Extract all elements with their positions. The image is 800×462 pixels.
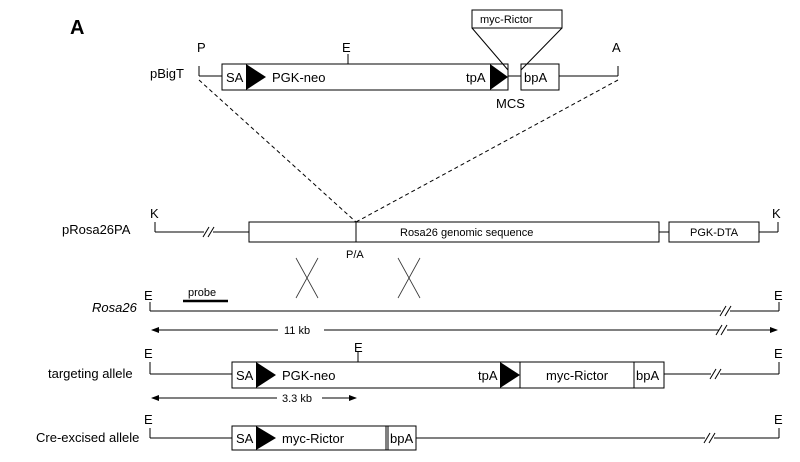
targeting-pgk-neo: PGK-neo	[282, 368, 335, 383]
crossover-right-a	[397, 257, 421, 299]
cre-sa: SA	[236, 431, 254, 446]
insert-label: myc-Rictor	[480, 14, 533, 26]
prosa26pa-break-2	[207, 226, 215, 238]
recomb-dash-left	[198, 79, 357, 223]
rosa26-break-1	[719, 305, 727, 317]
rosa26-site-e-left: E	[144, 288, 153, 303]
targeting-break-2	[714, 368, 722, 380]
pbigt-site-e: E	[342, 40, 351, 55]
pbigt-bpa: bpA	[524, 70, 547, 85]
targeting-rictor: myc-Rictor	[546, 368, 609, 383]
rosa26-locus: Rosa26 E E probe 11 kb	[92, 287, 783, 337]
targeting-allele: targeting allele E E E SA PGK-neo tpA my…	[48, 340, 783, 405]
targeting-site-e-mid: E	[354, 340, 363, 355]
prosa26pa-pa: P/A	[346, 249, 364, 261]
cre-break-2	[708, 432, 716, 444]
pbigt-sa-triangle	[246, 64, 266, 90]
pbigt-sa: SA	[226, 70, 244, 85]
cre-sa-triangle	[256, 426, 276, 450]
targeting-bpa: bpA	[636, 368, 659, 383]
targeting-tpa: tpA	[478, 368, 498, 383]
targeting-site-e-left: E	[144, 346, 153, 361]
rosa26-size: 11 kb	[284, 325, 310, 337]
pbigt-cassette-box	[221, 63, 509, 91]
insert-line-right	[520, 27, 563, 71]
probe-label: probe	[188, 287, 216, 299]
targeting-size: 3.3 kb	[282, 393, 312, 405]
prosa26pa-genomic: Rosa26 genomic sequence	[400, 227, 533, 239]
cre-label: Cre-excised allele	[36, 430, 139, 445]
crossover-marks	[295, 257, 421, 299]
crossover-left-a	[295, 257, 319, 299]
insert-box	[471, 9, 563, 29]
pbigt-tpa: tpA	[466, 70, 486, 85]
cre-site-e-left: E	[144, 412, 153, 427]
pbigt-site-p: P	[197, 40, 206, 55]
pbigt-tpa-triangle	[490, 64, 508, 90]
pbigt-site-a: A	[612, 40, 621, 55]
targeting-sa: SA	[236, 368, 254, 383]
cre-excised-allele: Cre-excised allele E E SA myc-Rictor bpA	[36, 412, 783, 451]
pbigt-pgk-neo: PGK-neo	[272, 70, 325, 85]
pbigt-construct: pBigT P E A SA PGK-neo tpA bpA MCS myc-R…	[150, 9, 621, 111]
targeting-break-1	[709, 368, 717, 380]
pbigt-mcs: MCS	[496, 96, 525, 111]
cre-rictor: myc-Rictor	[282, 431, 345, 446]
prosa26pa-break-1	[202, 226, 210, 238]
crossover-left-b	[295, 257, 319, 299]
prosa26pa-label: pRosa26PA	[62, 222, 131, 237]
rosa26-size-break-2	[720, 324, 728, 336]
rosa26-site-e-right: E	[774, 288, 783, 303]
rosa26-break-2	[724, 305, 732, 317]
rosa26-size-break-1	[715, 324, 723, 336]
targeting-site-e-right: E	[774, 346, 783, 361]
prosa26pa-site-k-left: K	[150, 206, 159, 221]
cre-site-e-right: E	[774, 412, 783, 427]
cre-bpa: bpA	[390, 431, 413, 446]
pbigt-bpa-box	[520, 63, 560, 91]
panel-label: A	[70, 17, 84, 39]
recomb-dash-right	[355, 79, 619, 223]
targeting-label: targeting allele	[48, 366, 133, 381]
targeting-tpa-triangle	[500, 362, 520, 388]
rosa26-label: Rosa26	[92, 300, 138, 315]
crossover-right-b	[397, 257, 421, 299]
cre-break-1	[703, 432, 711, 444]
insert-line-left	[471, 27, 509, 71]
targeting-bpa-box	[633, 361, 665, 389]
prosa26pa-dta: PGK-DTA	[690, 227, 739, 239]
prosa26pa-site-k-right: K	[772, 206, 781, 221]
pbigt-label: pBigT	[150, 66, 184, 81]
prosa26pa-construct: pRosa26PA K K Rosa26 genomic sequence P/…	[62, 206, 781, 261]
targeting-sa-triangle	[256, 362, 276, 388]
